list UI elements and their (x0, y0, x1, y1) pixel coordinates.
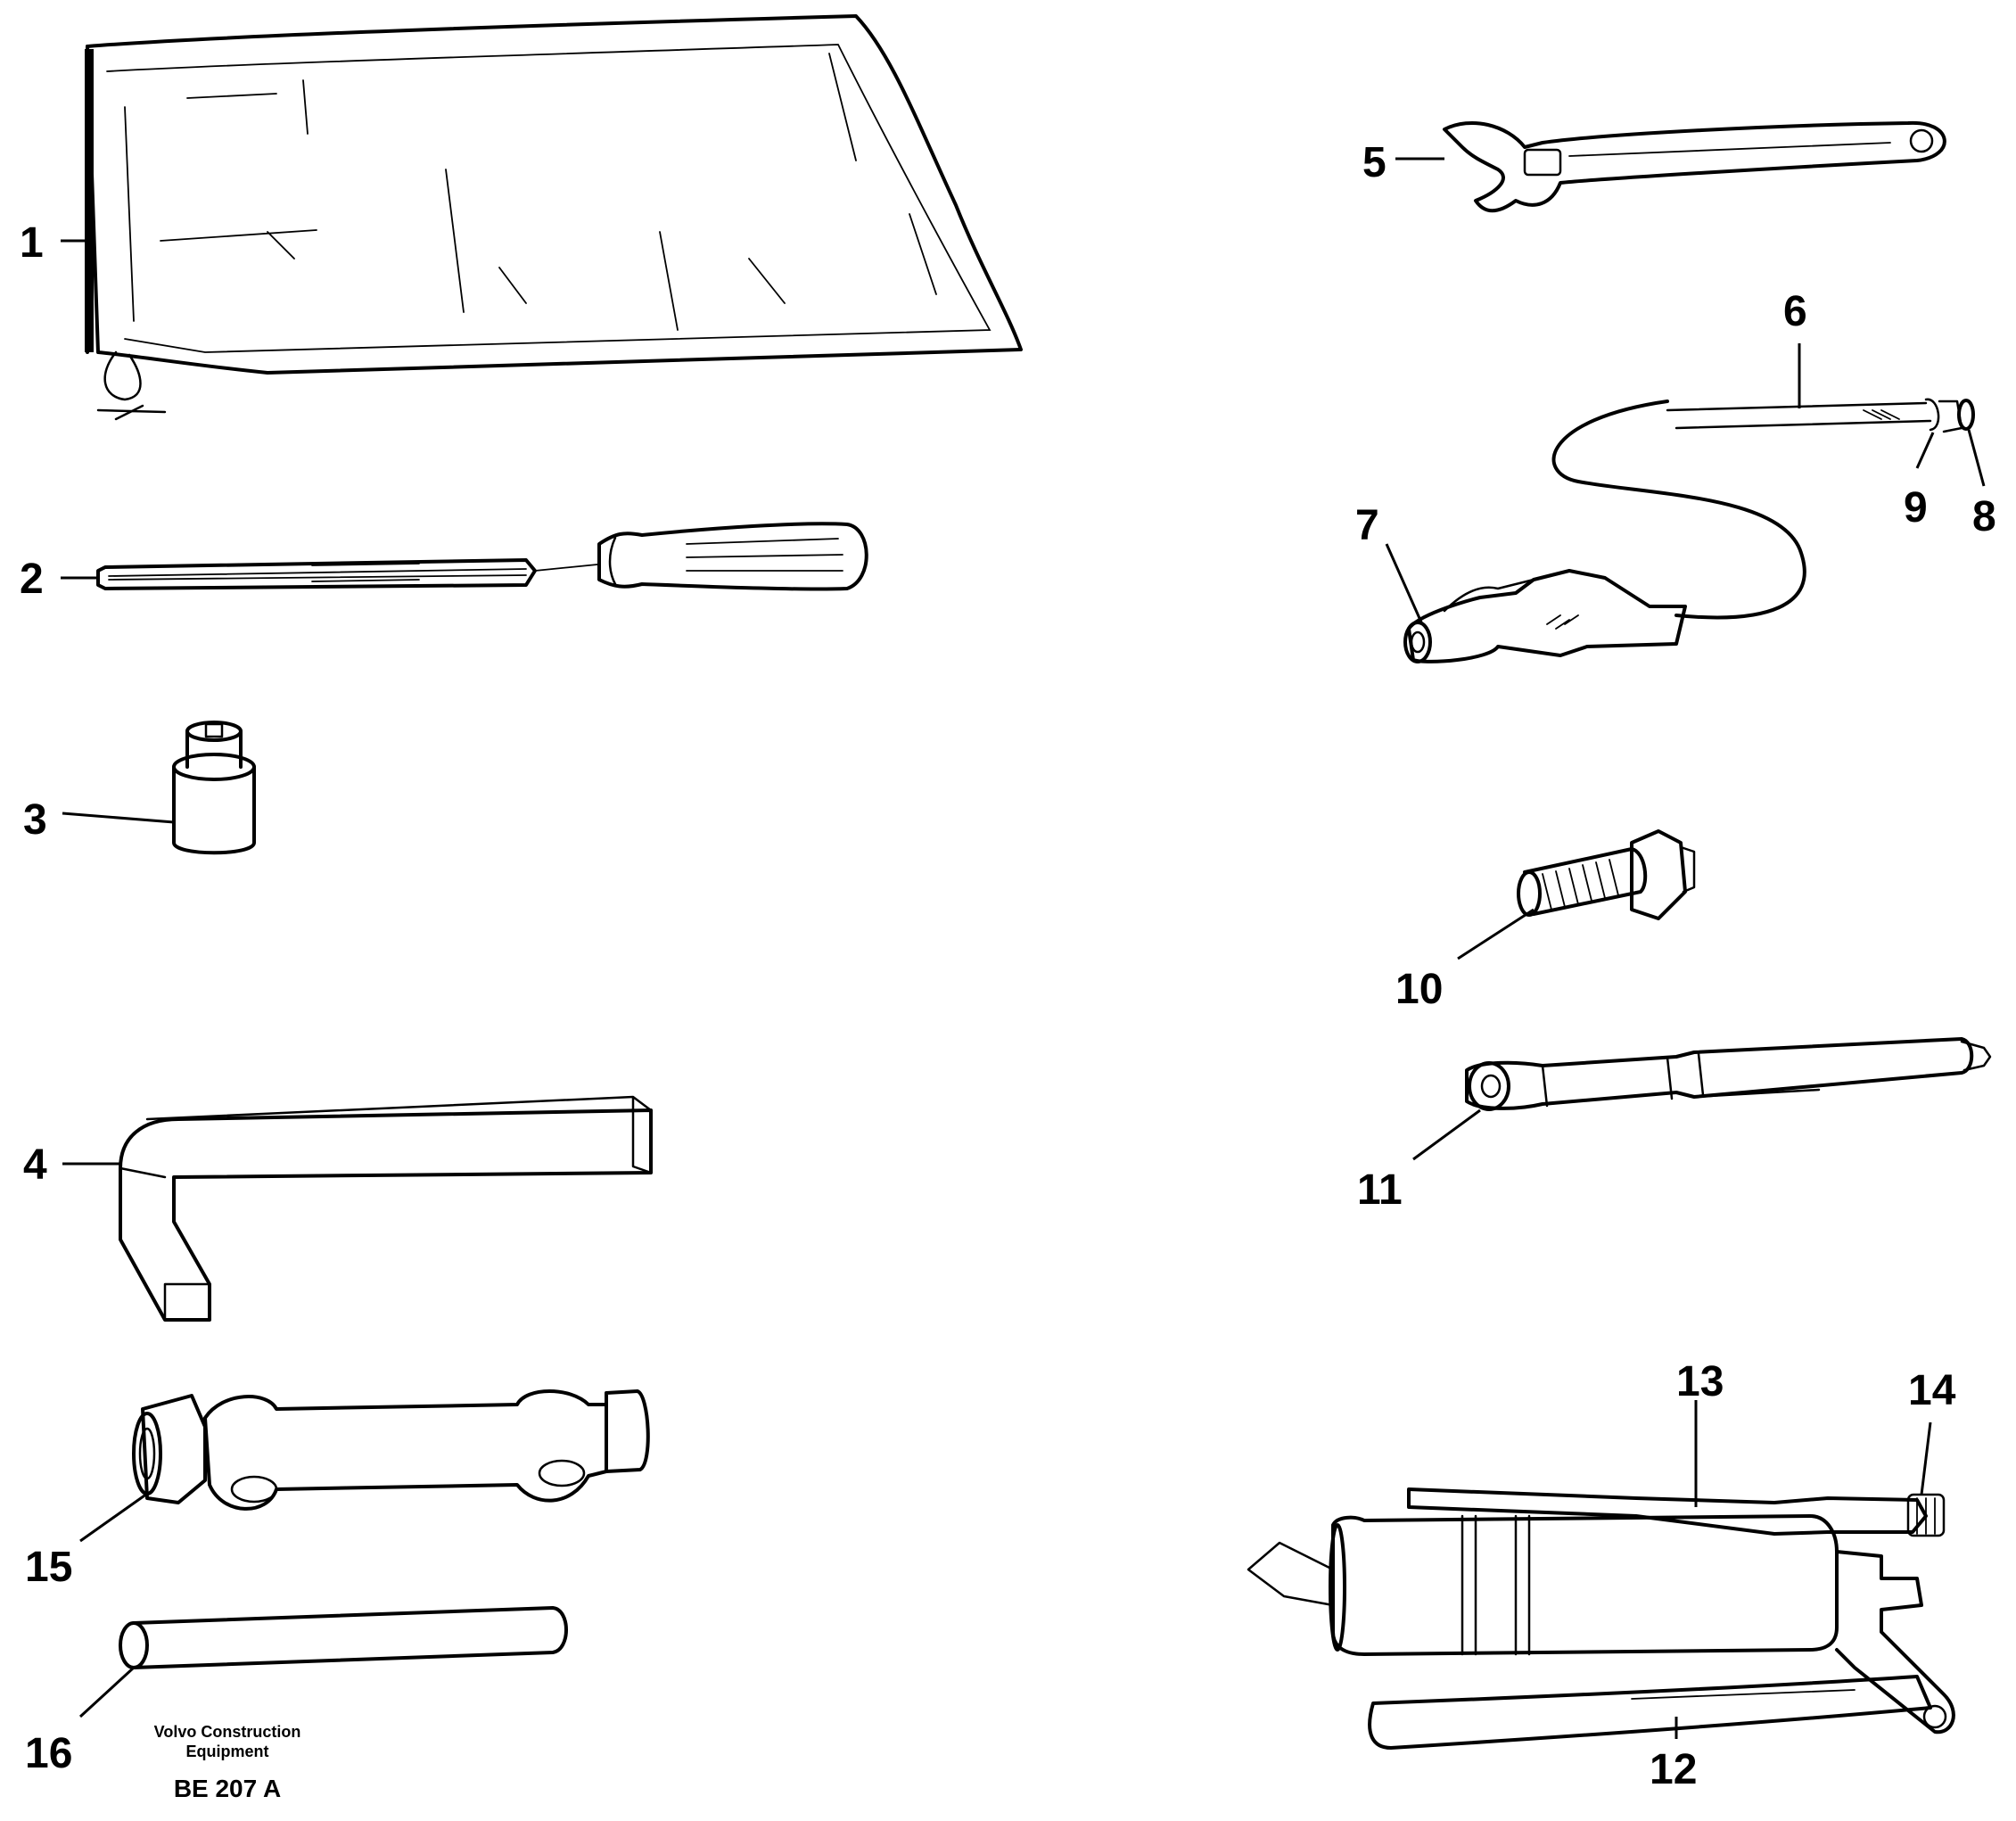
socket-illustration (172, 721, 256, 855)
callout-8: 8 (1972, 493, 1996, 540)
callout-7: 7 (1355, 502, 1379, 549)
leader-lines (61, 157, 1986, 1739)
callout-5: 5 (1362, 139, 1387, 186)
tool-bag-illustration (85, 14, 1023, 421)
callout-10: 10 (1395, 966, 1443, 1013)
tommy-bar-illustration (119, 1606, 568, 1669)
caption-company-line1: Volvo Construction (154, 1723, 301, 1741)
callout-11: 11 (1357, 1166, 1403, 1214)
box-spanner-illustration (132, 1389, 650, 1511)
air-hose-illustration (1551, 398, 1975, 620)
adjustable-wrench-illustration (1443, 120, 1946, 213)
callout-4: 4 (23, 1141, 47, 1189)
caption-company-line2: Equipment (186, 1743, 269, 1760)
callout-14: 14 (1908, 1367, 1956, 1414)
adapter-illustration (1517, 829, 1696, 920)
grease-gun-illustration (1247, 1487, 1955, 1750)
callout-12: 12 (1650, 1746, 1697, 1793)
callout-16: 16 (25, 1730, 72, 1777)
hex-key-illustration (119, 1095, 653, 1322)
inflator-chuck-illustration (1403, 569, 1687, 663)
callout-3: 3 (23, 796, 47, 844)
callout-6: 6 (1783, 288, 1807, 335)
screwdriver-illustration (96, 522, 868, 591)
callout-15: 15 (25, 1544, 72, 1591)
callout-1: 1 (20, 219, 44, 267)
callout-2: 2 (20, 556, 44, 603)
tyre-gauge-illustration (1465, 1037, 1992, 1111)
callout-9: 9 (1904, 484, 1928, 531)
drawing-code: BE 207 A (174, 1775, 281, 1802)
callout-13: 13 (1676, 1358, 1724, 1405)
